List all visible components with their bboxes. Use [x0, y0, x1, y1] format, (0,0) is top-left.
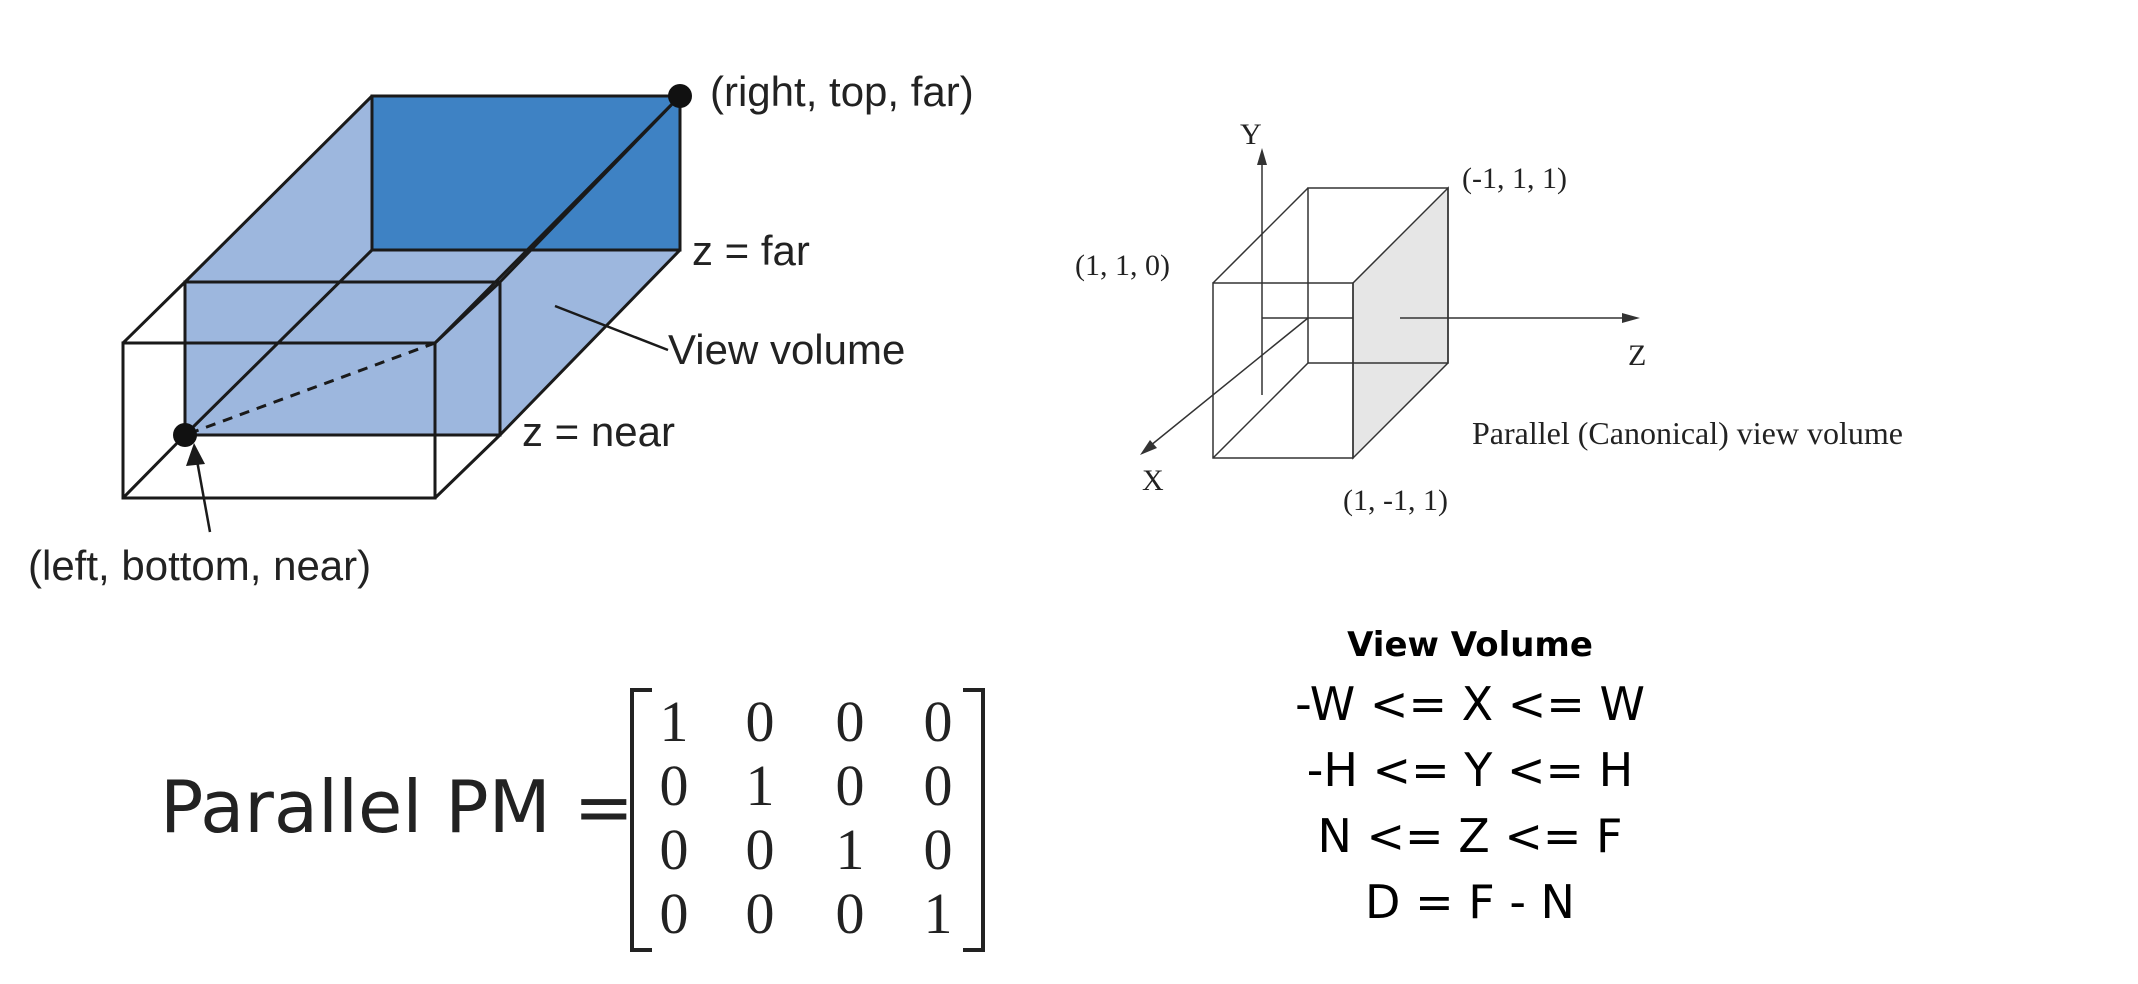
matrix-cell-3-3: 1 [923, 881, 953, 946]
x-axis-arrowhead [1140, 440, 1157, 455]
far-corner-dot [668, 84, 692, 108]
x-axis-label: X [1142, 464, 1164, 497]
constraint-y: -H <= Y <= H [1306, 743, 1634, 797]
x-axis-line [1144, 317, 1309, 451]
corner-back-top-label: (-1, 1, 1) [1462, 162, 1567, 195]
y-axis-arrowhead [1257, 148, 1267, 165]
matrix-cell-3-1: 0 [745, 881, 775, 946]
near-corner-arrowhead [186, 443, 205, 466]
z-axis-arrowhead [1622, 313, 1640, 323]
far-plane-label: z = far [692, 227, 810, 274]
matrix-cell-3-0: 0 [659, 881, 689, 946]
far-corner-label: (right, top, far) [710, 68, 974, 115]
corner-bottom-label: (1, -1, 1) [1343, 484, 1448, 517]
edge-top-left [183, 94, 374, 284]
canonical-edge-1 [1212, 187, 1309, 284]
matrix-cell-3-2: 0 [835, 881, 865, 946]
canonical-back-rect [1307, 187, 1449, 364]
corner-front-top-label: (1, 1, 0) [1075, 249, 1170, 282]
near-corner-arrow-line [194, 454, 212, 533]
canonical-front-rect [1212, 282, 1354, 459]
z-axis-label: Z [1628, 339, 1646, 372]
canonical-caption: Parallel (Canonical) view volume [1472, 415, 1903, 451]
matrix-cell-1-0: 0 [659, 753, 689, 818]
matrix-cell-2-0: 0 [659, 817, 689, 882]
matrix-cell-0-2: 0 [835, 689, 865, 754]
canonical-edge-2 [1212, 362, 1309, 459]
matrix-cell-1-2: 0 [835, 753, 865, 818]
constraint-x: -W <= X <= W [1295, 677, 1645, 731]
view-volume-leader [554, 304, 669, 352]
matrix-cell-0-1: 0 [745, 689, 775, 754]
matrix-cell-2-2: 1 [835, 817, 865, 882]
diagonal-dashed [184, 341, 436, 437]
matrix-left-bracket [630, 688, 652, 952]
box-near-face [185, 282, 500, 435]
edge-bottom-right [498, 248, 682, 437]
outer-edge-right [433, 433, 502, 500]
box-far-face [372, 96, 680, 250]
outer-edge-bottom [121, 433, 187, 500]
matrix-cell-2-1: 0 [745, 817, 775, 882]
matrix-cell-0-3: 0 [923, 689, 953, 754]
matrix-right-bracket [963, 688, 985, 952]
projection-matrix-label: Parallel PM = [160, 765, 634, 849]
y-axis-label: Y [1240, 118, 1262, 151]
matrix-cell-1-1: 1 [745, 753, 775, 818]
near-plane-label: z = near [522, 408, 675, 455]
depth-equation: D = F - N [1365, 875, 1575, 929]
near-corner-dot [173, 423, 197, 447]
matrix-cell-2-3: 0 [923, 817, 953, 882]
outer-edge-top [121, 280, 187, 345]
constraint-z: N <= Z <= F [1317, 809, 1623, 863]
view-volume-title: View Volume [1347, 625, 1593, 665]
view-volume-panel: View Volume -W <= X <= W -H <= Y <= H N … [1240, 625, 1700, 935]
diagonal-solid [433, 94, 682, 345]
matrix-cell-1-3: 0 [923, 753, 953, 818]
view-volume-label: View volume [668, 326, 905, 373]
matrix-cell-0-0: 1 [659, 689, 689, 754]
near-corner-label: (left, bottom, near) [28, 542, 371, 589]
canonical-shaded-face [1352, 186, 1449, 460]
projection-matrix: 1 0 0 0 0 1 0 0 0 0 1 0 0 0 0 1 [630, 688, 985, 952]
